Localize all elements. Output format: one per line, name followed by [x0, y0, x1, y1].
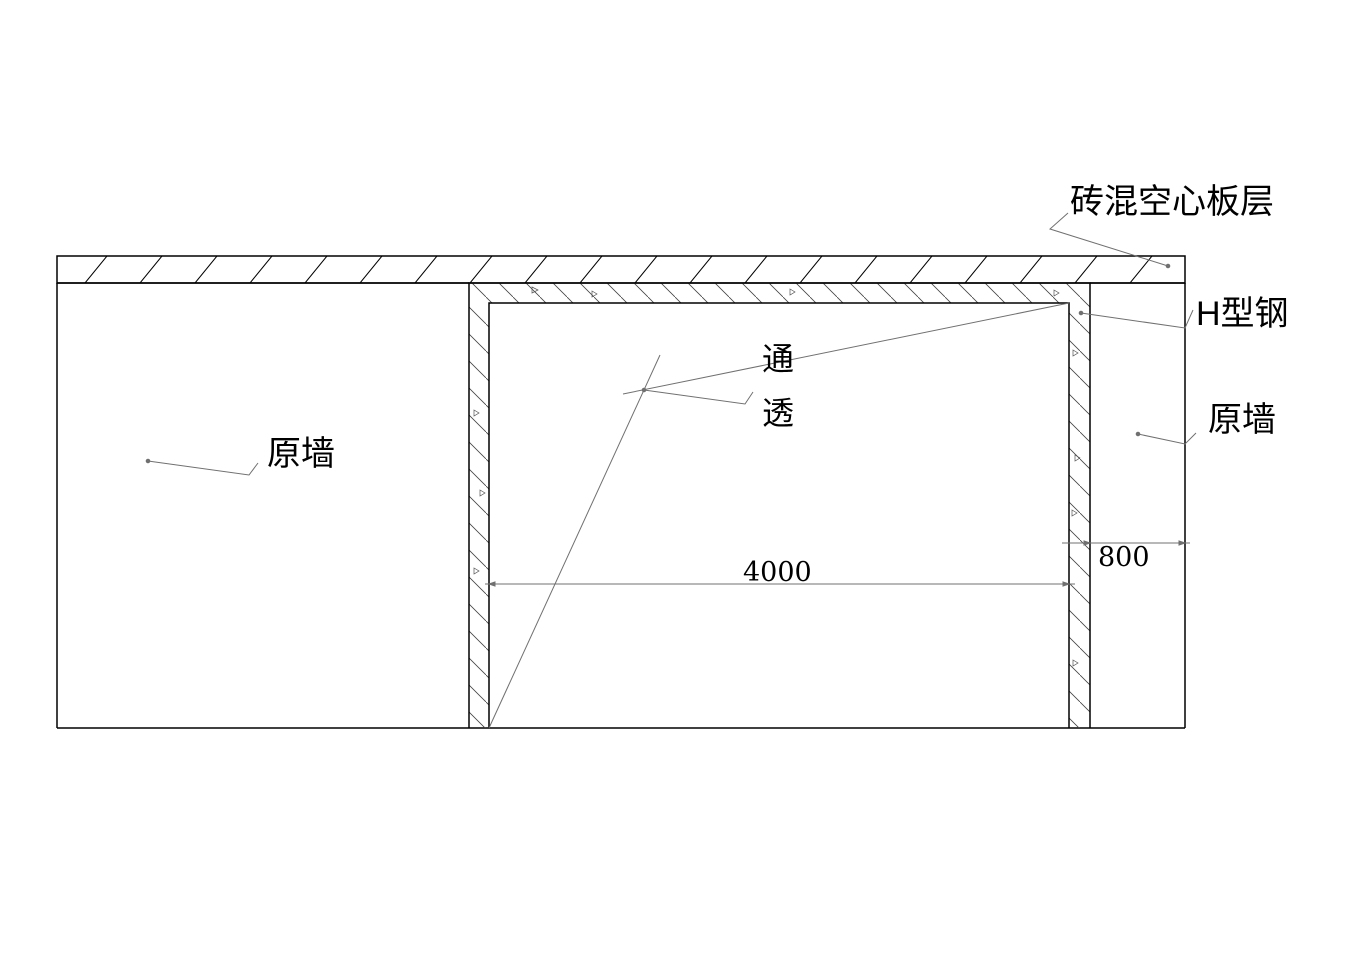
- leader-lines: [145, 212, 1197, 476]
- h-steel-frame: [468, 282, 1091, 728]
- dimension-side-width: [1062, 540, 1190, 546]
- slab-layer-label: 砖混空心板层: [1070, 182, 1274, 222]
- side-width-dimension: 800: [1098, 542, 1150, 573]
- opening-label-line2: 透: [762, 394, 794, 432]
- wall-outline: [56, 282, 1186, 729]
- h-steel-label: H型钢: [1196, 295, 1289, 333]
- slab-layer: [56, 255, 1186, 284]
- left-original-wall-label: 原墙: [267, 434, 335, 474]
- dimension-opening-width: [485, 581, 1075, 587]
- opening-width-dimension: 4000: [743, 557, 812, 588]
- right-original-wall-label: 原墙: [1208, 400, 1276, 440]
- opening-label-line1: 通: [762, 340, 794, 378]
- opening-indicator-lines: [488, 302, 1070, 729]
